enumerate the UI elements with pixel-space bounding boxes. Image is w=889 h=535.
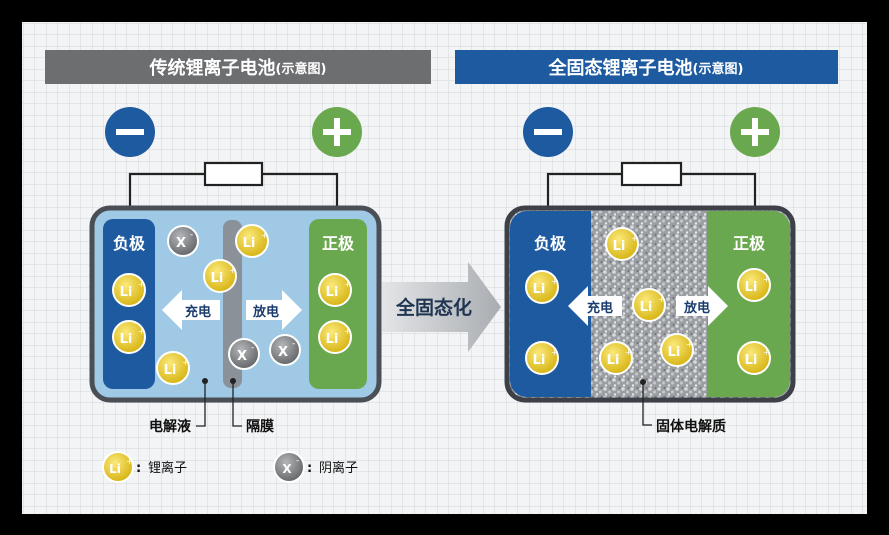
svg-text:Li: Li xyxy=(109,462,121,476)
legend: Li + : 锂离子 X- : 阴离子 xyxy=(102,451,358,483)
legend-lithium-ion: 锂离子 xyxy=(148,460,187,476)
anion: X- xyxy=(269,334,301,366)
svg-text:+: + xyxy=(138,280,145,289)
circuit-wire xyxy=(546,172,757,220)
svg-text:Li: Li xyxy=(640,300,653,315)
svg-text:Li: Li xyxy=(745,280,758,295)
charge-arrow-icon xyxy=(162,290,220,330)
transition-arrow: 全固态化 xyxy=(382,262,501,352)
svg-text:Li: Li xyxy=(668,345,681,360)
li-ion: Li + xyxy=(737,268,771,302)
svg-text:Li: Li xyxy=(243,236,256,251)
separator-callout-line xyxy=(232,381,242,427)
svg-text:+: + xyxy=(126,457,133,466)
anion: X- xyxy=(167,225,199,257)
solid-electrolyte-label: 固体电解质 xyxy=(656,418,726,435)
svg-text:Li: Li xyxy=(326,285,339,300)
svg-text:Li: Li xyxy=(326,332,339,347)
resistor xyxy=(203,161,264,187)
svg-text:Li: Li xyxy=(211,271,224,286)
li-ion: Li + xyxy=(525,270,559,304)
svg-text:-: - xyxy=(251,343,254,353)
li-ion: Li + xyxy=(203,259,237,293)
svg-text:Li: Li xyxy=(607,353,620,368)
svg-text:+: + xyxy=(631,234,638,243)
electrolyte-label: 电解液 xyxy=(149,418,192,435)
svg-text:+: + xyxy=(763,275,770,284)
li-ion: Li + xyxy=(660,333,694,367)
svg-text:+: + xyxy=(625,348,632,357)
li-ion: Li + xyxy=(737,341,771,375)
svg-text:+: + xyxy=(182,358,189,367)
svg-text:-: - xyxy=(190,230,193,240)
svg-text:Li: Li xyxy=(120,285,133,300)
discharge-arrow-icon xyxy=(246,290,302,330)
svg-text:Li: Li xyxy=(533,282,546,297)
charge-label: 充电 xyxy=(587,300,613,316)
svg-text:+: + xyxy=(344,327,351,336)
transition-label: 全固态化 xyxy=(395,296,472,319)
li-ion: Li + xyxy=(605,227,639,261)
li-ion: Li + xyxy=(318,320,352,354)
svg-text:+: + xyxy=(229,266,236,275)
svg-text:+: + xyxy=(344,280,351,289)
svg-text:Li: Li xyxy=(164,363,177,378)
li-ion: Li + xyxy=(112,320,146,354)
li-ion: Li + xyxy=(235,224,269,258)
resistor xyxy=(620,161,683,187)
anion: X- xyxy=(228,338,260,370)
svg-text:X: X xyxy=(176,236,186,251)
discharge-label: 放电 xyxy=(252,304,279,320)
left-title-bar xyxy=(45,50,431,84)
svg-text:+: + xyxy=(658,295,665,304)
right-title-bar xyxy=(455,50,838,84)
svg-text:Li: Li xyxy=(120,332,133,347)
svg-text:Li: Li xyxy=(613,239,626,254)
li-ion: Li + xyxy=(318,273,352,307)
li-ion: Li + xyxy=(599,341,633,375)
electrolyte-callout-line xyxy=(196,381,206,427)
li-ion: Li + xyxy=(632,288,666,322)
svg-text:+: + xyxy=(551,348,558,357)
discharge-label: 放电 xyxy=(683,300,710,316)
svg-text:+: + xyxy=(261,231,268,240)
right-title: 全固态锂离子电池(示意图) xyxy=(548,57,744,79)
anode-label: 负极 xyxy=(113,234,146,253)
cathode-label: 正极 xyxy=(733,234,766,253)
legend-anion-icon: X- xyxy=(273,451,305,483)
separator-label: 隔膜 xyxy=(246,418,274,435)
legend-separator: : xyxy=(307,461,312,476)
svg-text:X: X xyxy=(282,462,292,476)
li-ion: Li + xyxy=(112,273,146,307)
svg-text:+: + xyxy=(138,327,145,336)
legend-separator: : xyxy=(136,461,141,476)
svg-text:-: - xyxy=(292,339,295,349)
anode-label: 负极 xyxy=(534,234,567,253)
svg-text:+: + xyxy=(763,348,770,357)
charge-label: 充电 xyxy=(185,304,211,320)
cathode-label: 正极 xyxy=(322,234,355,253)
charge-arrow-icon xyxy=(568,286,622,326)
left-panel: 传统锂离子电池(示意图) 负极 正极 充电 放电 Li + Li + Li + Li +… xyxy=(45,50,431,435)
svg-text:+: + xyxy=(551,277,558,286)
svg-text:+: + xyxy=(686,340,693,349)
discharge-arrow-icon xyxy=(676,286,728,326)
solid-electrolyte-callout-line xyxy=(642,382,652,426)
svg-text:X: X xyxy=(237,349,247,364)
li-ion: Li + xyxy=(525,341,559,375)
legend-li-ion-icon: Li + xyxy=(102,451,134,483)
right-panel: 全固态锂离子电池(示意图) 负极 正极 充电 放电 Li + Li + Li + Li… xyxy=(455,50,838,435)
legend-anion: 阴离子 xyxy=(319,460,358,476)
svg-text:Li: Li xyxy=(533,353,546,368)
svg-text:Li: Li xyxy=(745,353,758,368)
left-title: 传统锂离子电池(示意图) xyxy=(149,57,327,79)
transition-arrow-icon xyxy=(382,262,501,352)
svg-text:X: X xyxy=(278,345,288,360)
li-ion: Li + xyxy=(156,351,190,385)
circuit-wire xyxy=(128,172,339,220)
svg-text:-: - xyxy=(296,456,299,466)
